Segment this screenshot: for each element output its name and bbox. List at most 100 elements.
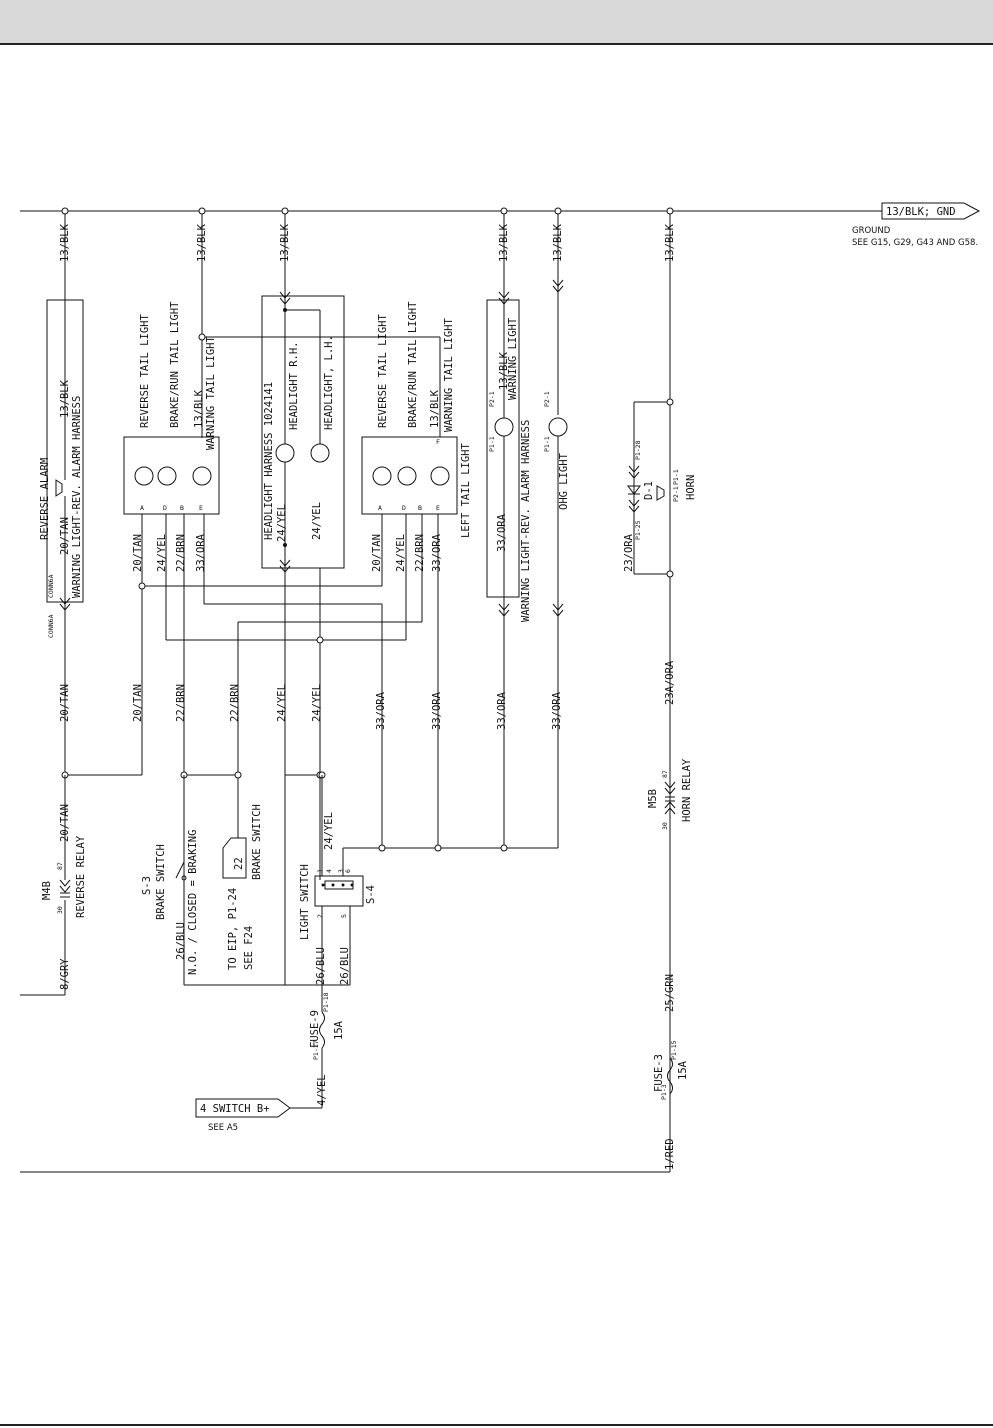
- label-fuse3-p2: P1-15: [670, 1040, 678, 1060]
- brake-switch: S-3 BRAKE SWITCH N.O. / CLOSED = BRAKING…: [141, 775, 263, 985]
- label-left_tail-pins-0: A: [378, 504, 382, 512]
- label-mid_wires-f: 24/YEL: [311, 684, 323, 722]
- label-headlight-lh: HEADLIGHT, L.H.: [323, 335, 335, 430]
- label-horn-p28: P1-28: [634, 440, 642, 460]
- ground-connector-label: 13/BLK; GND: [886, 206, 956, 218]
- label-fuse3-p1: P1-3: [660, 1084, 668, 1100]
- label-reverse_relay-w1: 20/TAN: [59, 804, 71, 842]
- label-left_tail-l1: REVERSE TAIL LIGHT: [377, 314, 389, 428]
- ground-nodes: [61, 207, 674, 215]
- label-headlight-harness: HEADLIGHT HARNESS 1024141: [263, 382, 275, 540]
- label-left_tail-l2: BRAKE/RUN TAIL LIGHT: [407, 301, 419, 428]
- ground-bus: 13/BLK; GND GROUND SEE G15, G29, G43 AND…: [20, 202, 981, 248]
- label-left_tail-w3: 22/BRN: [414, 534, 426, 572]
- switch-b-plus-connector: 4 SWITCH B+ SEE A5: [195, 1098, 291, 1133]
- label-light_switch-pins-5: 6: [344, 869, 352, 873]
- label-light_switch-w2: 26/BLU: [315, 947, 327, 985]
- label-reverse_relay-id: M4B: [41, 881, 53, 900]
- label-ohg_light-p2: P1-1: [543, 436, 551, 452]
- label-horn-label: HORN: [685, 475, 697, 500]
- label-mid_wires-g: 33/ORA: [375, 691, 387, 730]
- header-bar: [0, 0, 993, 45]
- ground-note: GROUND: [852, 226, 891, 236]
- label-light_switch-pins-2: 3: [337, 869, 345, 873]
- label-horn-p1: P1-1: [672, 469, 680, 485]
- label-right_tail-l2: BRAKE/RUN TAIL LIGHT: [169, 301, 181, 428]
- label-light_switch-w1: 24/YEL: [323, 812, 335, 850]
- label-ohg_light-p1: P2-1: [543, 391, 551, 407]
- headlight-harness: HEADLIGHT HARNESS 1024141 HEADLIGHT R.H.…: [261, 291, 345, 775]
- label-switch_connector-note: SEE A5: [208, 1123, 238, 1133]
- label-right_tail-w4: 33/ORA: [195, 533, 207, 572]
- fuse-9: FUSE-9 15A P1-17 P1-18 4/YEL: [290, 985, 345, 1109]
- ohg-light: OHG LIGHT P2-1 P1-1 33/ORA: [543, 279, 570, 848]
- footer-rule: [0, 1424, 993, 1426]
- label-headlight-w2: 24/YEL: [311, 502, 323, 540]
- label-mid_wires-l: 23A/ORA: [664, 660, 676, 705]
- label-reverse_alarm-conn_b: CONN6A: [47, 614, 55, 638]
- label-warning_light-harness: WARNING LIGHT-REV. ALARM HARNESS: [520, 420, 532, 622]
- label-left_tail-pins-2: B: [418, 504, 422, 512]
- tail-crosswires: [138, 568, 422, 880]
- label-right_tail-pins-1: D: [163, 504, 167, 512]
- label-light_switch-id: S-4: [365, 885, 377, 904]
- label-wires_top-1: 13/BLK: [196, 223, 208, 262]
- label-horn_relay-pin87: 87: [661, 770, 669, 778]
- label-reverse_alarm-title: REVERSE ALARM: [39, 458, 51, 540]
- label-headlight-rh: HEADLIGHT R.H.: [288, 341, 300, 430]
- label-fuse9-p1: P1-17: [312, 1040, 320, 1060]
- label-light_switch-w3: 26/BLU: [339, 947, 351, 985]
- label-right_tail-pins-2: B: [180, 504, 184, 512]
- label-reverse_relay-w2: 8/GRY: [59, 958, 71, 990]
- label-left_tail-l4: WARNING TAIL LIGHT: [443, 318, 455, 432]
- label-right_tail-pins-3: E: [199, 504, 203, 512]
- label-left_tail-pins-3: E: [436, 504, 440, 512]
- left-tail-light: REVERSE TAIL LIGHT BRAKE/RUN TAIL LIGHT …: [361, 301, 472, 848]
- label-brake_switch-label: BRAKE SWITCH: [155, 844, 167, 920]
- label-brake_switch-note1: TO EIP, P1-24: [227, 888, 239, 970]
- label-left_tail-title: LEFT TAIL LIGHT: [460, 442, 472, 538]
- label-wires_top-4: 13/BLK: [552, 223, 564, 262]
- label-right_tail-w1: 20/TAN: [132, 534, 144, 572]
- horn: D-1 HORN P1-28 P1-25 P1-1 P2-1 23/ORA: [623, 398, 697, 578]
- label-reverse_relay-pin30: 30: [56, 906, 64, 914]
- label-light_switch-label: LIGHT SWITCH: [299, 864, 311, 940]
- label-right_tail-l3: 13/BLK: [193, 389, 205, 428]
- label-mid_wires-h: 33/ORA: [431, 691, 443, 730]
- ground-see-note: SEE G15, G29, G43 AND G58.: [852, 238, 978, 248]
- label-left_tail-l3: 13/BLK: [429, 389, 441, 428]
- label-right_tail-w2: 24/YEL: [156, 534, 168, 572]
- label-reverse_alarm-conn_a: CONN6A: [47, 574, 55, 598]
- label-left_tail-pins-4: F: [436, 438, 440, 446]
- label-left_tail-w2: 24/YEL: [395, 534, 407, 572]
- label-horn-diode: D-1: [643, 481, 655, 500]
- label-horn_relay-label: HORN RELAY: [681, 758, 693, 822]
- label-headlight-w1: 24/YEL: [276, 504, 288, 542]
- label-wires_top-5: 13/BLK: [664, 223, 676, 262]
- label-brake_switch-w: 26/BLU: [175, 922, 187, 960]
- label-mid_wires-c: 22/BRN: [175, 684, 187, 722]
- label-horn_relay-pin30: 30: [661, 822, 669, 830]
- label-switch_connector-label: 4 SWITCH B+: [200, 1103, 270, 1115]
- label-fuse3-w1: 25/GRN: [664, 974, 676, 1012]
- label-fuse3-label: FUSE-3: [653, 1054, 665, 1092]
- label-right_tail-l4: WARNING TAIL LIGHT: [205, 336, 217, 450]
- label-horn-w: 23/ORA: [623, 533, 635, 572]
- label-mid_wires-i: 33/ORA: [496, 691, 508, 730]
- label-mid_wires-a: 20/TAN: [59, 684, 71, 722]
- label-ohg_light-label: OHG LIGHT: [558, 452, 570, 510]
- label-mid_wires-d: 22/BRN: [229, 684, 241, 722]
- label-reverse_relay-pin87: 87: [56, 862, 64, 870]
- label-warning_light-p2: P1-1: [488, 436, 496, 452]
- label-wires_top-2: 13/BLK: [279, 223, 291, 262]
- label-fuse3-rating: 15A: [677, 1060, 689, 1080]
- ground-wire-labels: 13/BLK 13/BLK 13/BLK 13/BLK 13/BLK 13/BL…: [59, 223, 676, 262]
- label-right_tail-l1: REVERSE TAIL LIGHT: [139, 314, 151, 428]
- label-fuse3-w2: 1/RED: [664, 1138, 676, 1170]
- label-reverse_alarm-harness: WARNING LIGHT-REV. ALARM HARNESS: [71, 396, 83, 598]
- label-reverse_relay-label: REVERSE RELAY: [75, 835, 87, 918]
- label-fuse9-w: 4/YEL: [316, 1074, 328, 1106]
- label-mid_wires-b: 20/TAN: [132, 684, 144, 722]
- label-brake_switch-box_label: BRAKE SWITCH: [251, 804, 263, 880]
- label-brake_switch-box: 22: [233, 857, 245, 870]
